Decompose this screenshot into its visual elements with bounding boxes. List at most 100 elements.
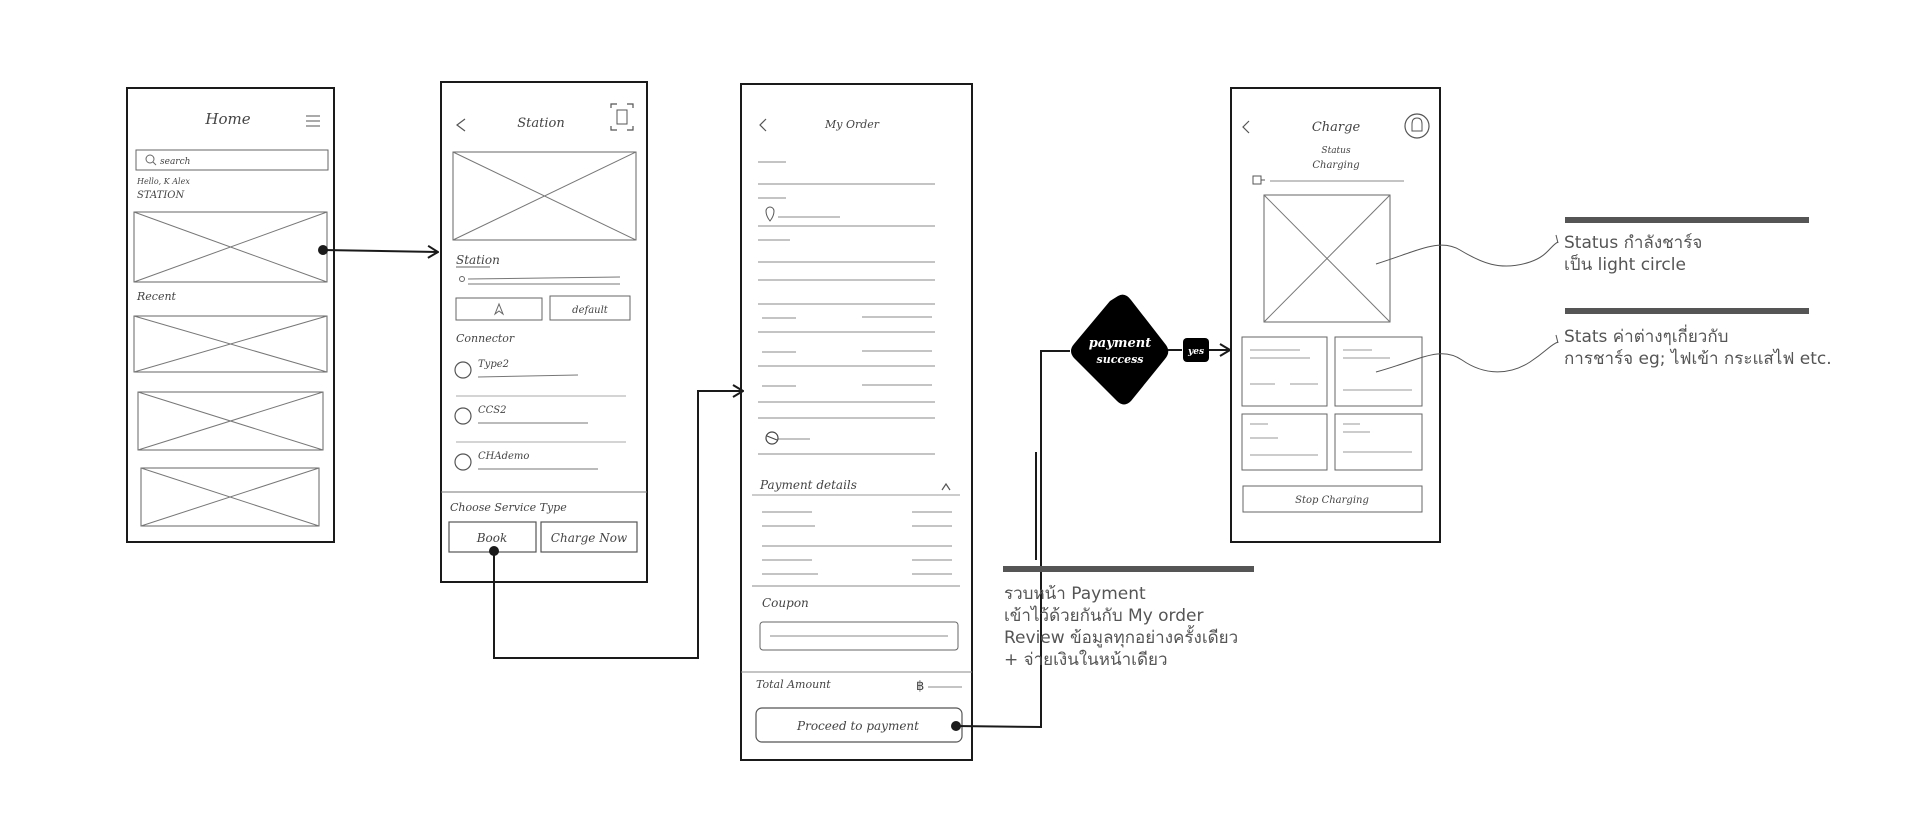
charge-title: Charge <box>1312 120 1361 135</box>
flow-arrow-book-to-order <box>489 391 743 659</box>
payment-details-header[interactable]: Payment details <box>752 478 960 496</box>
status-note-line: Status กำลังชาร์จ <box>1564 233 1703 253</box>
connector-label: CHAdemo <box>478 451 529 462</box>
station-image-placeholder <box>452 151 637 241</box>
flow-arrow-home-to-station <box>318 245 438 255</box>
home-section-recent: Recent <box>136 290 177 303</box>
decision-label-line1: payment <box>1089 336 1152 351</box>
payment-detail-lines <box>752 511 960 587</box>
radio-icon <box>454 361 472 379</box>
payment-note: รวบหน้า Payment เข้าไว้ด้วยกันกับ My ord… <box>1004 583 1238 671</box>
proceed-button-label: Proceed to payment <box>796 719 919 733</box>
connector-option-chademo[interactable]: CHAdemo <box>454 451 598 471</box>
home-frame <box>126 87 335 543</box>
charge-status-value: Charging <box>1312 160 1359 171</box>
charge-frame <box>1230 87 1441 543</box>
location-pin-icon <box>765 206 775 222</box>
order-detail-lines <box>758 161 935 455</box>
station-frame <box>440 81 648 583</box>
navigate-button[interactable] <box>455 297 543 321</box>
default-button[interactable]: default <box>549 295 631 321</box>
status-note-line: เป็น light circle <box>1564 255 1686 275</box>
menu-icon[interactable] <box>306 115 320 127</box>
callout-stats <box>1375 308 1809 373</box>
order-title: My Order <box>824 118 880 131</box>
search-icon <box>145 154 155 164</box>
charge-now-button-label: Charge Now <box>551 531 628 545</box>
station-section-label: Station <box>456 253 500 267</box>
order-frame <box>740 83 973 761</box>
proceed-to-payment-button[interactable]: Proceed to payment <box>755 707 963 743</box>
payment-note-line: Review ข้อมูลทุกอย่างครั้งเดียว <box>1004 628 1239 648</box>
flow-arrow-payment-to-decision <box>951 350 1070 731</box>
charging-status-light-circle-placeholder <box>1263 194 1391 323</box>
service-type-label: Choose Service Type <box>450 501 567 514</box>
note-pointer <box>1375 341 1559 373</box>
book-button-label: Book <box>476 531 508 545</box>
charge-status-label: Status <box>1321 146 1351 156</box>
back-icon[interactable] <box>759 118 767 132</box>
total-amount-currency: ฿ <box>916 679 924 694</box>
station-screen: Station Station default Connector Type2 <box>440 81 648 583</box>
station-image-placeholder[interactable] <box>133 211 328 283</box>
default-button-label: default <box>572 305 609 316</box>
yes-badge: yes <box>1183 338 1209 362</box>
yes-label: yes <box>1187 347 1204 357</box>
total-amount-label: Total Amount <box>756 678 831 691</box>
plug-icon <box>1252 175 1265 185</box>
stop-charging-button[interactable]: Stop Charging <box>1242 485 1423 513</box>
notification-bell-icon[interactable] <box>1404 113 1430 139</box>
note-pointer <box>1375 241 1559 267</box>
callout-status <box>1375 217 1809 267</box>
radio-icon <box>454 407 472 425</box>
home-greeting: Hello, K Alex <box>136 177 190 186</box>
home-title: Home <box>204 110 250 128</box>
coupon-input[interactable] <box>759 621 959 651</box>
navigation-icon <box>493 302 505 316</box>
stats-card-1 <box>1241 336 1328 407</box>
station-title: Station <box>517 116 564 131</box>
search-placeholder: search <box>160 157 190 167</box>
charge-now-button[interactable]: Charge Now <box>540 521 638 553</box>
charge-screen: Charge Status Charging <box>1230 87 1441 543</box>
decision-diamond <box>1071 294 1169 405</box>
back-icon[interactable] <box>1242 120 1250 134</box>
search-input[interactable]: search <box>135 149 329 171</box>
stats-card-2 <box>1334 336 1423 407</box>
decision-label-line2: success <box>1097 353 1144 366</box>
connector-label: CCS2 <box>478 405 507 416</box>
home-screen: Home search Hello, K Alex STATION Recent <box>126 87 335 543</box>
stats-card-3 <box>1241 413 1328 471</box>
stop-charging-label: Stop Charging <box>1295 495 1369 506</box>
connector-option-type2[interactable]: Type2 <box>454 359 626 397</box>
home-section-station: STATION <box>137 190 185 201</box>
connector-label: Type2 <box>478 359 509 370</box>
stats-note: Stats ค่าต่างๆเกี่ยวกับ การชาร์จ eg; ไฟเ… <box>1564 326 1832 370</box>
my-order-screen: My Order <box>740 83 973 761</box>
recent-item-3[interactable] <box>140 467 320 527</box>
payment-details-label: Payment details <box>759 478 857 492</box>
recent-item-2[interactable] <box>137 391 324 451</box>
note-bar <box>1565 308 1809 314</box>
payment-success-decision: payment success <box>1071 294 1169 405</box>
coupon-label: Coupon <box>762 596 809 610</box>
status-note: Status กำลังชาร์จ เป็น light circle <box>1564 232 1702 276</box>
chevron-up-icon <box>941 482 951 491</box>
note-bar <box>1003 566 1254 572</box>
payment-note-line: เข้าไว้ด้วยกันกับ My order <box>1004 606 1204 626</box>
recent-item-1[interactable] <box>133 315 328 373</box>
back-icon[interactable] <box>456 118 466 132</box>
connector-section-label: Connector <box>456 332 515 345</box>
payment-note-line: รวบหน้า Payment <box>1004 584 1146 604</box>
stats-card-4 <box>1334 413 1423 471</box>
connector-option-ccs2[interactable]: CCS2 <box>454 405 626 443</box>
pin-icon <box>459 276 465 282</box>
callout-payment <box>1003 452 1254 572</box>
scan-icon[interactable] <box>610 103 634 131</box>
radio-icon <box>454 453 472 471</box>
stats-note-line: Stats ค่าต่างๆเกี่ยวกับ <box>1564 327 1729 347</box>
wallet-icon <box>765 431 779 445</box>
note-bar <box>1565 217 1809 223</box>
stats-note-line: การชาร์จ eg; ไฟเข้า กระแสไฟ etc. <box>1564 349 1832 369</box>
